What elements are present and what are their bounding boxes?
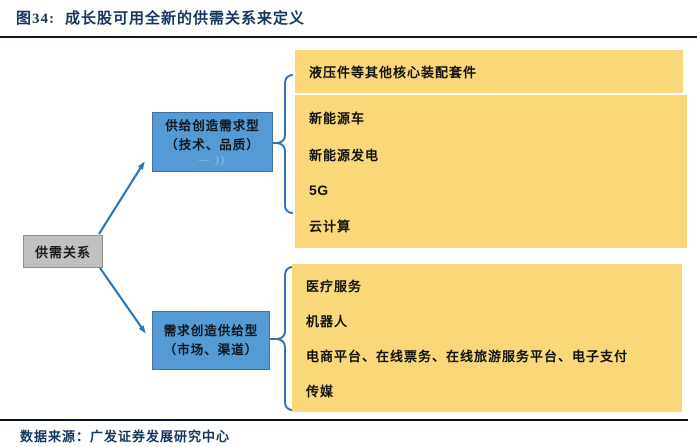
title-divider-line [0,36,697,38]
industry-item: 新能源车 [309,111,366,126]
industry-item: 电商平台、在线票务、在线旅游服务平台、电子支付 [306,349,629,364]
figure-title: 图34: 成长股可用全新的供需关系来定义 [16,7,686,28]
industry-box-core-components: 液压件等其他核心装配套件 [295,50,683,93]
data-source-note: 数据来源：广发证券发展研究中心 [20,429,231,444]
footer-divider-line [0,419,688,421]
node-label-line1: 供给创造需求型 [165,119,260,133]
node-label-line2: （市场、渠道） [163,342,259,357]
figure-number-label: 图34: [16,11,55,27]
brace-icon-bottom-group [269,266,293,411]
industry-item: 医疗服务 [306,279,363,294]
industry-item: 5G [309,182,329,198]
root-node-supply-demand: 供需关系 [23,235,103,268]
industry-item: 新能源发电 [309,148,380,163]
brace-icon-top-group [272,74,293,214]
industry-box-demand-driven: 医疗服务 机器人 电商平台、在线票务、在线旅游服务平台、电子支付 传媒 [292,264,682,412]
arrow-icon-to-bottom-branch [99,267,146,334]
arrow-icon-to-top-branch [98,161,145,235]
node-label-line1: 需求创造供给型 [163,323,259,338]
node-label-line2: （技术、品质） [165,138,260,152]
industry-item: 传媒 [306,384,335,399]
faint-remnant-text: — )) [198,155,227,166]
industry-item: 液压件等其他核心装配套件 [309,65,478,80]
root-node-label: 供需关系 [34,245,91,260]
industry-item: 云计算 [309,219,352,234]
industry-item: 机器人 [306,314,349,329]
node-demand-creates-supply: 需求创造供给型 （市场、渠道） [152,311,270,370]
node-supply-creates-demand: 供给创造需求型 （技术、品质） — )) [152,112,273,172]
industry-box-supply-driven: 新能源车 新能源发电 5G 云计算 [295,95,687,248]
figure-title-text: 成长股可用全新的供需关系来定义 [65,11,306,27]
